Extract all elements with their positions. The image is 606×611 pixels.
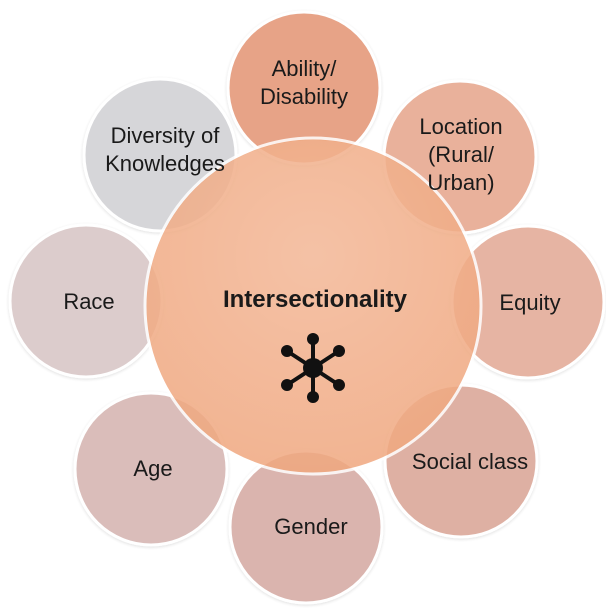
label-location: Location (Rural/ Urban): [419, 114, 503, 195]
label-age: Age: [133, 456, 173, 481]
label-equity: Equity: [499, 290, 561, 315]
label-race: Race: [63, 289, 115, 314]
label-social-class: Social class: [411, 449, 529, 474]
network-hub-icon: [281, 333, 345, 403]
label-diversity: Diversity of Knowledges: [105, 123, 225, 176]
center-gloss: [147, 140, 479, 472]
center-title: Intersectionality: [222, 286, 408, 313]
circle-age: [73, 391, 229, 547]
label-gender: Gender: [274, 514, 348, 539]
label-ability: Ability/ Disability: [259, 56, 349, 109]
